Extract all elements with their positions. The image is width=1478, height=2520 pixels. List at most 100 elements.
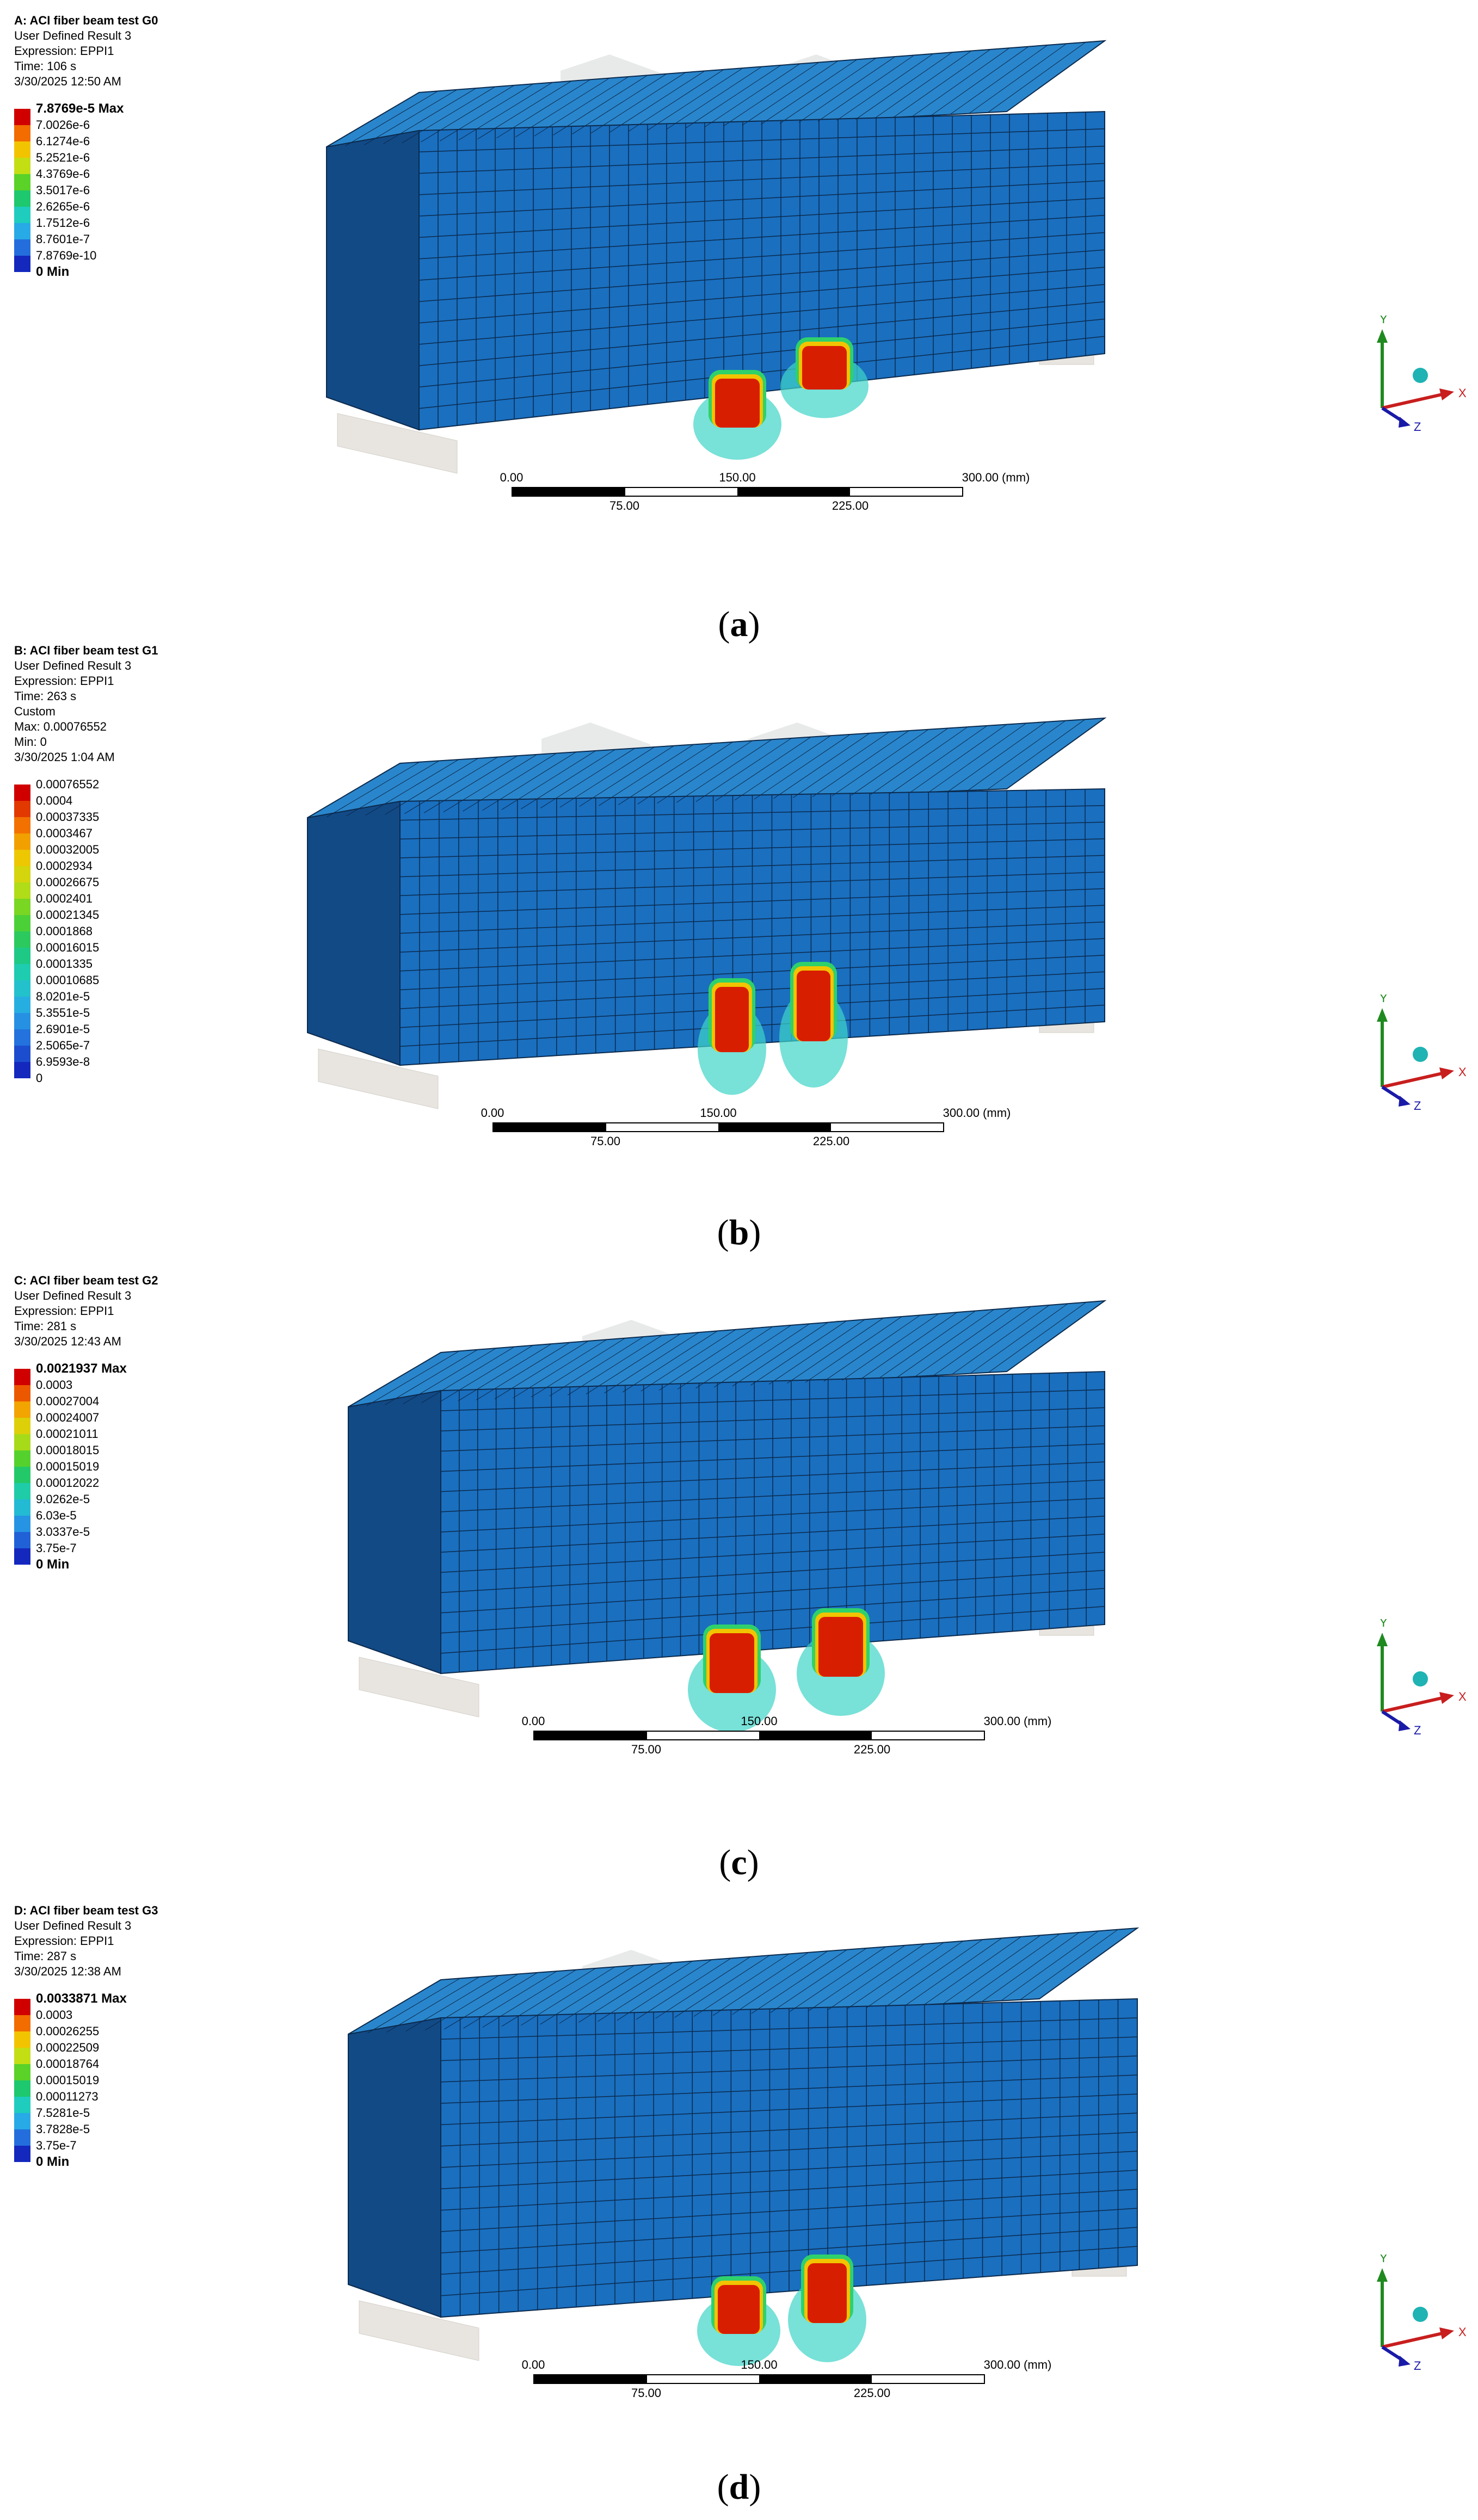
mesh-line — [440, 1461, 1105, 1492]
info-line: Min: 0 — [14, 735, 47, 749]
mesh-line — [384, 1349, 478, 1405]
scale-label: 75.00 — [631, 1743, 662, 1756]
mesh-line — [750, 1320, 847, 1386]
z-axis-arrowhead — [1399, 417, 1411, 428]
mesh-line — [928, 722, 1027, 793]
y-axis-label: Y — [1380, 316, 1388, 326]
mesh-line — [793, 731, 890, 798]
info-line: Time: 106 s — [14, 59, 77, 73]
stress-zone-hot — [718, 2285, 760, 2334]
mesh-line — [970, 1303, 1068, 1374]
mesh-line — [399, 905, 1105, 934]
legend-swatch — [14, 1385, 30, 1401]
stress-zone-hot — [710, 1633, 754, 1693]
legend-swatch — [14, 948, 30, 964]
legend-label: 0.00010685 — [36, 973, 100, 987]
legend-label: 2.6901e-5 — [36, 1022, 90, 1036]
mesh-line — [636, 1957, 731, 2020]
mesh-line — [723, 62, 820, 127]
scale-segment — [534, 1732, 647, 1739]
mesh-line — [909, 724, 1007, 793]
mesh-line — [501, 750, 596, 810]
legend-swatch — [14, 833, 30, 850]
legend-label: 0.0001335 — [36, 957, 93, 971]
scale-label: 225.00 — [812, 1134, 850, 1148]
mesh-line — [674, 1955, 770, 2018]
mesh-line — [399, 855, 1105, 878]
legend-swatch — [14, 2129, 30, 2146]
mesh-line — [890, 725, 988, 794]
mesh-line — [666, 66, 762, 129]
stress-zone-hot — [715, 379, 760, 428]
legend-swatch — [14, 1467, 30, 1483]
mesh-line — [897, 1309, 994, 1378]
legend-label: 0.00018764 — [36, 2057, 100, 2071]
scale-segment — [737, 488, 850, 496]
y-axis-label: Y — [1380, 1619, 1388, 1629]
mesh-line — [440, 2246, 1138, 2296]
y-axis-arrowhead — [1377, 2268, 1388, 2282]
mesh-line — [609, 70, 705, 133]
mesh-line — [754, 734, 851, 800]
legend-swatch — [14, 109, 30, 125]
legend-label: 0.0003 — [36, 1378, 73, 1392]
mesh-line — [463, 1971, 557, 2029]
scale-label: 0.00 — [521, 2358, 545, 2371]
mesh-line — [440, 1570, 1105, 1614]
z-axis-arrowhead — [1399, 2356, 1411, 2367]
mesh-line — [1020, 1929, 1118, 2000]
mesh-line — [440, 2132, 1138, 2168]
z-axis-label: Z — [1414, 1724, 1421, 1737]
mesh-line — [798, 56, 896, 123]
legend-swatch — [14, 915, 30, 931]
info-line: Time: 287 s — [14, 1949, 77, 1963]
axis-triad-icon: YXZ — [1377, 316, 1467, 434]
mesh-line — [968, 720, 1066, 791]
mesh-line — [531, 1338, 626, 1398]
legend-label: 0.00027004 — [36, 1394, 100, 1408]
mesh-line — [404, 757, 498, 814]
mesh-line — [534, 76, 629, 137]
mesh-line — [981, 1932, 1080, 2002]
legend-label: 0 Min — [36, 264, 70, 279]
mesh-line — [751, 1949, 847, 2014]
legend-label: 0.00026255 — [36, 2024, 100, 2038]
legend-swatch — [14, 2146, 30, 2162]
legend-label: 3.75e-7 — [36, 1541, 77, 1555]
legend-swatch — [14, 256, 30, 272]
caption-letter: b — [729, 1213, 749, 1252]
mesh-line — [855, 52, 953, 120]
caption-open: ( — [717, 2467, 729, 2507]
mesh-line — [418, 318, 1105, 388]
mesh-line — [440, 1443, 1105, 1472]
mesh-line — [440, 1606, 1105, 1654]
legend-label: 0.0002401 — [36, 892, 93, 905]
mesh-line — [641, 1329, 736, 1392]
scale-label: 300.00 (mm) — [983, 2358, 1052, 2371]
info-line: User Defined Result 3 — [14, 29, 132, 42]
mesh-line — [948, 721, 1046, 792]
mesh-line — [418, 336, 1105, 409]
legend-swatch — [14, 2031, 30, 2048]
mesh-line — [440, 1389, 1105, 1411]
mesh-line — [943, 1935, 1041, 2004]
stress-zone-hot — [818, 1617, 863, 1677]
mesh-line — [440, 1552, 1105, 1593]
mesh-line — [440, 1534, 1105, 1573]
mesh-line — [383, 88, 477, 145]
mesh-line — [440, 2017, 1138, 2040]
info-line: A: ACI fiber beam test G0 — [14, 14, 158, 27]
mesh-line — [440, 2227, 1138, 2275]
axis-triad-icon: YXZ — [1377, 1619, 1467, 1737]
mesh-line — [440, 1407, 1105, 1432]
mesh-line — [915, 1307, 1013, 1377]
scale-label: 225.00 — [853, 2386, 891, 2400]
info-line: Expression: EPPI1 — [14, 44, 114, 58]
mesh-line — [836, 53, 934, 121]
legend-label: 0.00015019 — [36, 2073, 100, 2087]
